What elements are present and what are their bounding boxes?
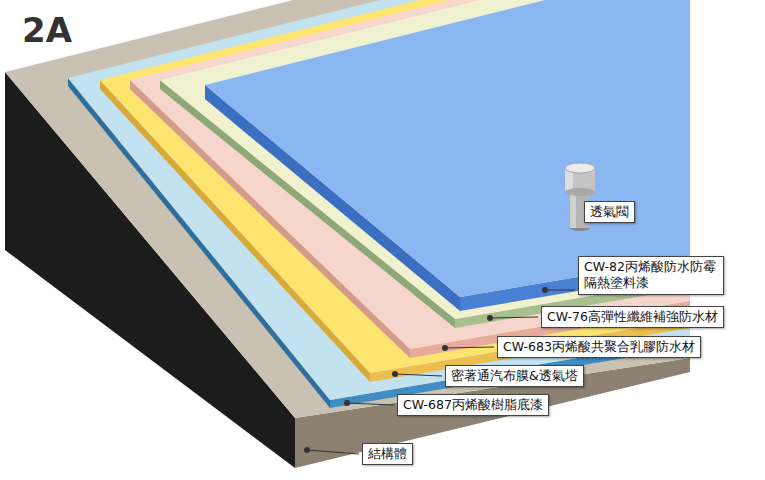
callout-box: CW-82丙烯酸防水防霉 隔熱塗料漆 — [578, 256, 724, 295]
callout-box: 密著通汽布膜&透氣塔 — [445, 365, 584, 387]
callout-box: CW-687丙烯酸樹脂底漆 — [397, 394, 549, 416]
callout-text: 透氣閥 — [590, 204, 629, 220]
diagram-title: 2A — [22, 12, 72, 49]
callout-box: CW-76高彈性纖維補強防水材 — [541, 306, 724, 328]
callout-text: CW-82丙烯酸防水防霉 隔熱塗料漆 — [584, 259, 718, 292]
callout-text: CW-687丙烯酸樹脂底漆 — [403, 397, 543, 413]
callout-box: CW-683丙烯酸共聚合乳膠防水材 — [497, 336, 701, 358]
callout-box: 結構體 — [362, 443, 413, 465]
callout-text: CW-76高彈性纖維補強防水材 — [547, 309, 718, 325]
callout-box: 透氣閥 — [584, 201, 635, 223]
topcoat-top — [205, 0, 690, 297]
callout-text: 密著通汽布膜&透氣塔 — [451, 368, 578, 384]
callout-text: 結構體 — [368, 446, 407, 462]
latex-top — [130, 0, 690, 349]
callout-text: CW-683丙烯酸共聚合乳膠防水材 — [503, 339, 695, 355]
